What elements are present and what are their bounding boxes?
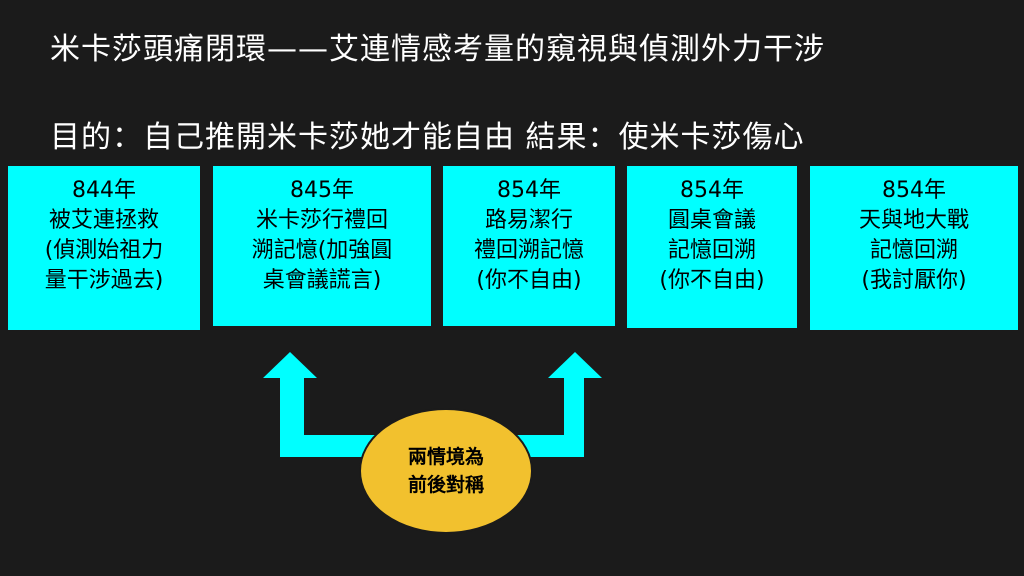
timeline-box-854-roundtable: 854年 圓桌會議 記憶回溯 (你不自由) [627, 166, 797, 328]
box-text-line: (偵測始祖力 [44, 238, 164, 263]
box-year: 845年 [290, 178, 354, 203]
symmetry-note-line: 前後對稱 [407, 474, 484, 496]
symmetry-note-line: 兩情境為 [407, 446, 484, 468]
slide-subtitle: 目的：自己推開米卡莎她才能自由 結果：使米卡莎傷心 [50, 120, 805, 155]
box-text-line: 記憶回溯 [667, 238, 756, 263]
left-arrow-icon [263, 352, 375, 457]
box-text-line: (你不自由) [476, 268, 582, 293]
box-text-line: 溯記憶(加強圓 [251, 238, 393, 263]
box-text-line: 禮回溯記憶 [473, 238, 584, 263]
symmetry-ellipse [359, 408, 533, 534]
symmetry-note: 兩情境為 前後對稱 [361, 410, 531, 532]
box-text-line: (你不自由) [659, 268, 765, 293]
box-text-line: 桌會議謊言) [262, 268, 382, 293]
timeline-box-854-louise: 854年 路易潔行 禮回溯記憶 (你不自由) [443, 166, 615, 326]
box-text-line: 被艾連拯救 [48, 208, 159, 233]
box-text-line: 天與地大戰 [858, 208, 969, 233]
box-year: 854年 [497, 178, 561, 203]
box-year: 854年 [680, 178, 744, 203]
timeline-box-844: 844年 被艾連拯救 (偵測始祖力 量干涉過去) [8, 166, 200, 330]
timeline-box-845: 845年 米卡莎行禮回 溯記憶(加強圓 桌會議謊言) [213, 166, 431, 326]
box-text-line: 米卡莎行禮回 [255, 208, 388, 233]
box-text-line: 路易潔行 [484, 208, 573, 233]
slide-title: 米卡莎頭痛閉環——艾連情感考量的窺視與偵測外力干涉 [50, 32, 825, 67]
timeline-box-854-battle: 854年 天與地大戰 記憶回溯 (我討厭你) [810, 166, 1018, 330]
right-arrow-icon [512, 352, 602, 457]
box-year: 854年 [882, 178, 946, 203]
box-text-line: (我討厭你) [861, 268, 967, 293]
box-text-line: 量干涉過去) [44, 268, 164, 293]
box-text-line: 記憶回溯 [869, 238, 958, 263]
box-year: 844年 [72, 178, 136, 203]
box-text-line: 圓桌會議 [667, 208, 756, 233]
